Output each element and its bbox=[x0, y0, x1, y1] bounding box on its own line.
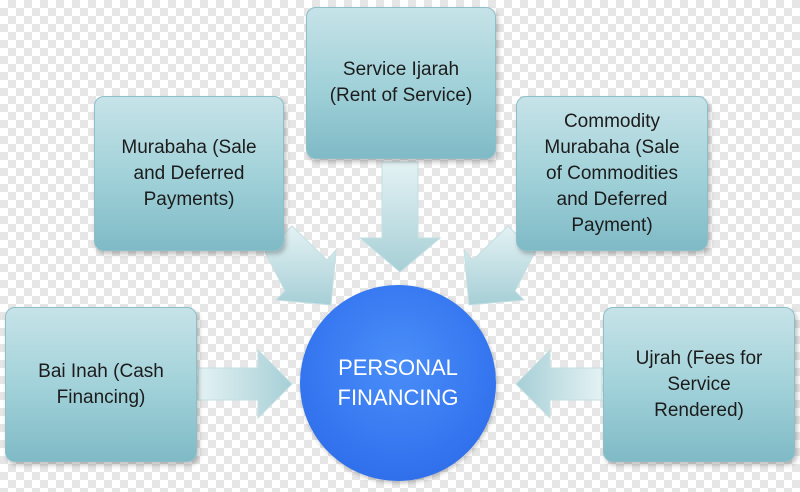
node-text-line: and Deferred bbox=[556, 188, 668, 210]
node-bai-inah: Bai Inah (Cash Financing) bbox=[5, 307, 197, 462]
center-personal-financing: PERSONAL FINANCING bbox=[300, 285, 496, 481]
node-text-line: Murabaha (Sale bbox=[121, 136, 257, 158]
node-ujrah: Ujrah (Fees for Service Rendered) bbox=[603, 307, 795, 462]
arrow-left-from-ujrah bbox=[515, 348, 603, 420]
node-text-line: Financing) bbox=[56, 386, 146, 408]
node-text-line: Payment) bbox=[571, 214, 653, 236]
node-text-line: Commodity bbox=[563, 110, 661, 132]
node-text-line: Service bbox=[667, 373, 731, 395]
node-text-line: Service Ijarah bbox=[342, 59, 460, 80]
node-text-line: Ujrah (Fees for bbox=[635, 347, 763, 369]
node-text-line: Murabaha (Sale bbox=[544, 136, 680, 158]
node-text-line: of Commodities bbox=[546, 162, 678, 184]
node-service-ijarah: Service Ijarah (Rent of Service) bbox=[306, 7, 496, 159]
arrow-down-from-service-ijarah bbox=[358, 161, 442, 273]
node-text-line: and Deferred bbox=[133, 162, 245, 184]
node-text-line: Payments) bbox=[143, 188, 235, 210]
arrow-right-from-bai-inah bbox=[197, 348, 293, 420]
node-text-line: Bai Inah (Cash bbox=[38, 360, 164, 382]
node-text-line: Rendered) bbox=[654, 399, 744, 421]
node-text-line: (Rent of Service) bbox=[329, 85, 473, 106]
node-murabaha: Murabaha (Sale and Deferred Payments) bbox=[94, 96, 284, 251]
node-commodity-murabaha: Commodity Murabaha (Sale of Commodities … bbox=[516, 96, 708, 251]
center-text-line: FINANCING bbox=[337, 385, 459, 410]
center-text-line: PERSONAL bbox=[338, 355, 458, 380]
